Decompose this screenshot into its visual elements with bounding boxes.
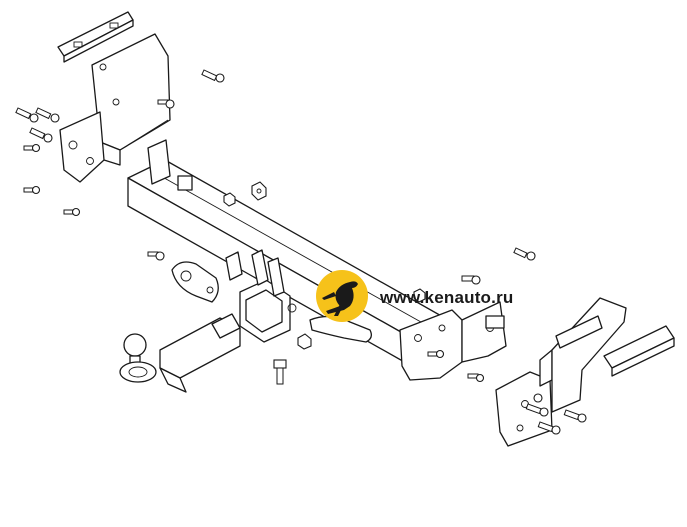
right-vertical-bracket [399,301,507,381]
bolt-7 [23,185,41,195]
nut-4 [297,333,312,350]
nut-2 [223,192,236,207]
bolt-3 [15,107,39,123]
nut-5 [533,393,543,403]
nut-3 [413,288,426,303]
bolt-8 [63,207,81,217]
bolt-15 [537,421,561,435]
socket-plate [171,251,243,303]
kangaroo-icon [322,281,358,316]
bolt-10 [513,247,536,261]
watermark-url: www.kenauto.ru [380,288,514,307]
bolt-13 [467,373,485,383]
kenauto-logo [316,270,368,322]
bolt-5 [29,127,53,143]
ball-mount [119,313,241,393]
vertical-bolt [273,359,287,385]
bolt-11 [461,275,481,285]
bolt-6 [23,143,41,153]
bolt-12 [427,349,445,359]
bolt-1 [201,69,225,83]
bolt-4 [35,107,60,123]
bolt-16 [563,409,587,423]
right-lower-bracket [495,297,627,447]
bolt-14 [525,403,549,417]
left-mounting-strip [57,11,134,63]
receiver-box [239,249,297,343]
bolt-2 [157,99,175,109]
right-mounting-strip [555,315,675,377]
nut-1 [251,181,267,201]
bolt-9 [147,251,165,261]
left-vertical-bracket [59,33,171,183]
